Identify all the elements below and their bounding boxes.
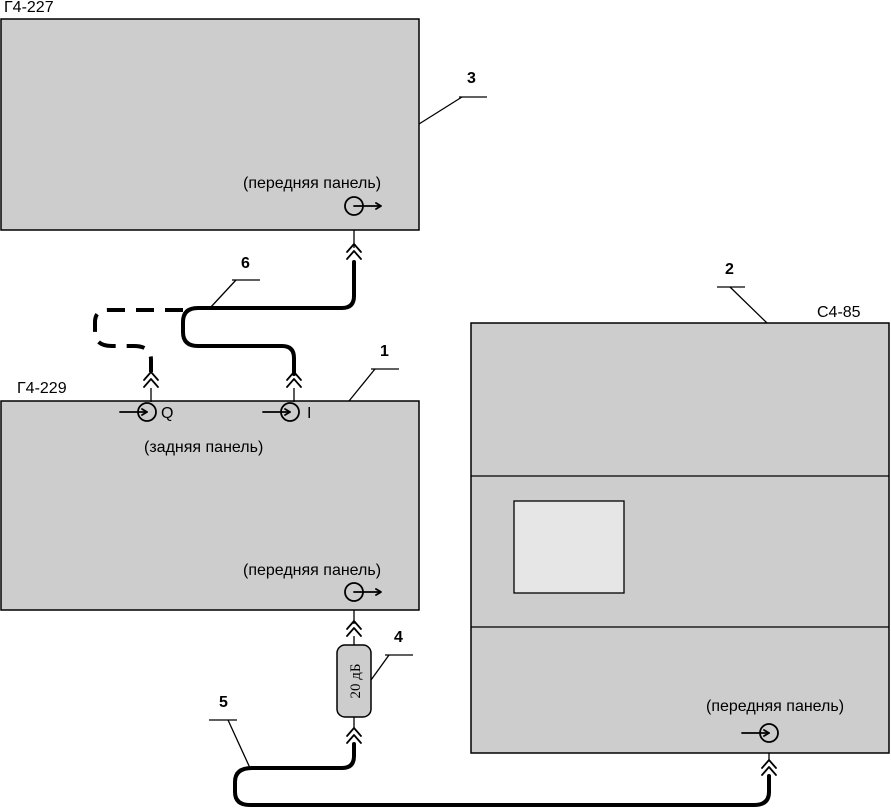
g4-227-name: Г4-227 (4, 0, 54, 16)
attenuator-assembly: 20 дБ (336, 610, 372, 744)
cable-6-solid-path (181, 260, 356, 376)
cable-5 (233, 742, 777, 807)
cable-6-dashed-path (93, 308, 183, 372)
callout-number: 2 (725, 261, 734, 278)
cable-6 (93, 230, 362, 402)
callout-2: 2 (717, 261, 768, 324)
callout-number: 4 (394, 629, 403, 646)
cable-5-plug-c4-85-icon (761, 759, 777, 776)
g4-229-housing (0, 400, 420, 611)
c4-85-screen (513, 500, 625, 594)
callout-1: 1 (348, 343, 399, 402)
callout-4: 4 (370, 629, 413, 681)
callout-leader (348, 368, 376, 402)
g4-227-housing (0, 18, 420, 231)
g4-229-front-panel-label: (передняя панель) (243, 562, 381, 579)
g4-229-name: Г4-229 (17, 380, 67, 397)
callout-leader (729, 286, 768, 324)
callout-number: 3 (467, 70, 476, 87)
callout-number: 1 (380, 343, 389, 360)
callout-leader (209, 279, 237, 309)
callout-6: 6 (209, 255, 260, 309)
callout-number: 6 (241, 255, 250, 272)
callout-number: 5 (219, 694, 228, 711)
callout-leader (370, 654, 390, 681)
g4-227-device: Г4-227 (передняя панель) (0, 0, 420, 231)
attenuator-plug-bottom-icon (346, 727, 362, 744)
c4-85-device: С4-85 (передняя панель) (470, 304, 890, 754)
callout-leader (418, 96, 463, 125)
cable-5-path (233, 742, 771, 807)
cable-6-plug-q-icon (143, 371, 159, 388)
callout-5: 5 (209, 694, 251, 769)
c4-85-front-panel-label: (передняя панель) (706, 698, 844, 715)
g4-229-device: Г4-229 Q I (задняя панель) (передняя пан… (0, 380, 420, 611)
g4-229-rear-panel-label: (задняя панель) (144, 439, 263, 456)
attenuator-label: 20 дБ (348, 664, 364, 699)
c4-85-name: С4-85 (817, 304, 861, 321)
g4-229-port-q-label: Q (161, 405, 173, 422)
g4-227-front-panel-label: (передняя панель) (243, 175, 381, 192)
callout-leader (227, 719, 251, 769)
g4-229-port-i-label: I (307, 405, 311, 422)
callout-3: 3 (418, 70, 487, 125)
